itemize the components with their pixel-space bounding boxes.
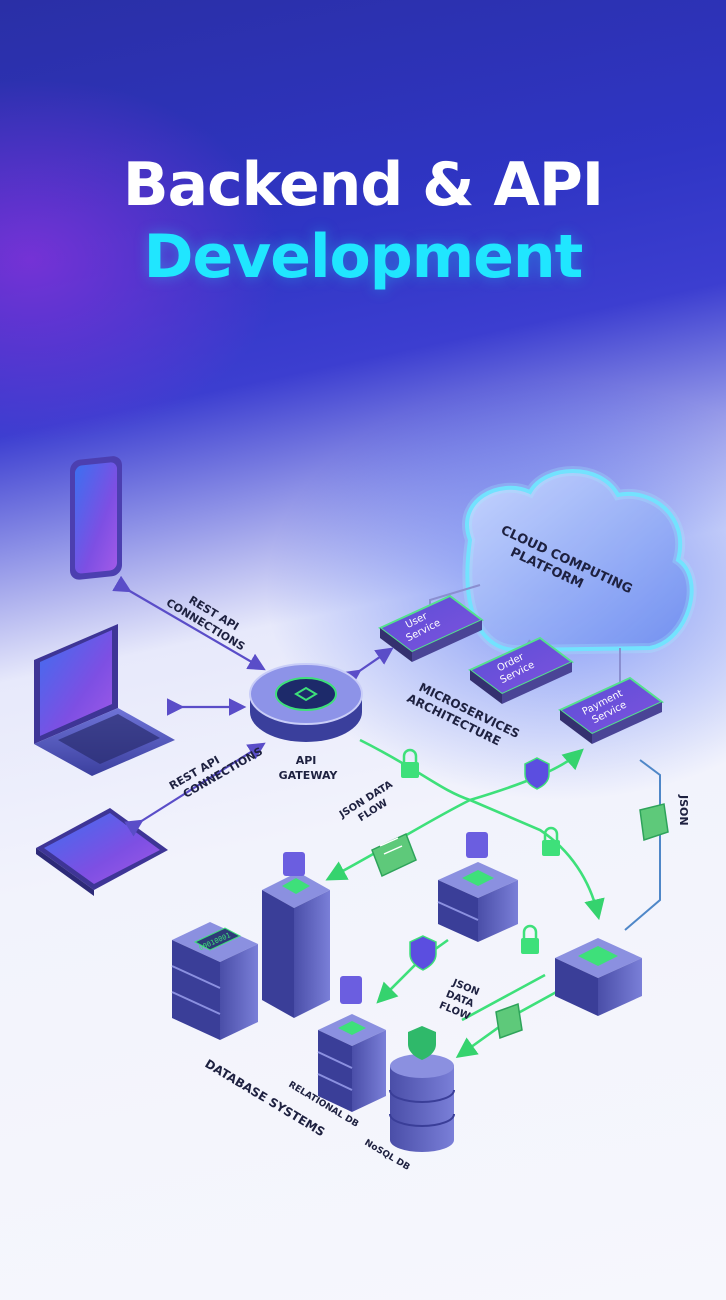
- tablet-icon: [36, 808, 168, 896]
- lock-icon: [542, 826, 560, 856]
- smartphone-icon: [70, 456, 122, 580]
- laptop-icon: [34, 624, 175, 776]
- server-icon: [555, 938, 642, 1016]
- user-service-card: [378, 594, 484, 662]
- server-icon: [262, 852, 330, 1018]
- database-icon: [389, 1026, 455, 1152]
- server-icon: [437, 832, 518, 942]
- json-doc-icon: [639, 803, 669, 841]
- json-doc-icon: [371, 832, 417, 878]
- cloud-icon: [462, 466, 697, 656]
- json-doc-icon: [495, 1002, 523, 1040]
- json-side-label: JSON: [677, 794, 690, 826]
- shield-icon: [524, 757, 550, 790]
- gateway-label-line-1: API: [296, 754, 317, 767]
- lock-icon: [521, 924, 539, 954]
- order-service-card: [468, 636, 574, 704]
- json-side-link: [624, 759, 661, 931]
- lock-icon: [401, 748, 419, 778]
- gateway-label-line-2: GATEWAY: [279, 769, 339, 782]
- title-line-1: Backend & API: [122, 150, 604, 220]
- svg-text:JSON DATA FLOW: JSON DATA FLOW: [437, 976, 484, 1024]
- api-gateway-icon: [249, 660, 366, 742]
- svg-text:JSON DATA FLOW: JSON DATA FLOW: [337, 777, 405, 832]
- title-line-2: Development: [143, 222, 584, 292]
- payment-service-card: [558, 676, 664, 744]
- svg-text:API GATEWAY: API GATEWAY: [279, 754, 339, 782]
- shield-icon: [409, 935, 437, 971]
- svg-text:REST API CONNECTIONS: REST API CONNECTIONS: [167, 733, 265, 805]
- server-icon: [171, 922, 258, 1040]
- server-icon: [317, 976, 386, 1112]
- rest-connections: [112, 575, 394, 837]
